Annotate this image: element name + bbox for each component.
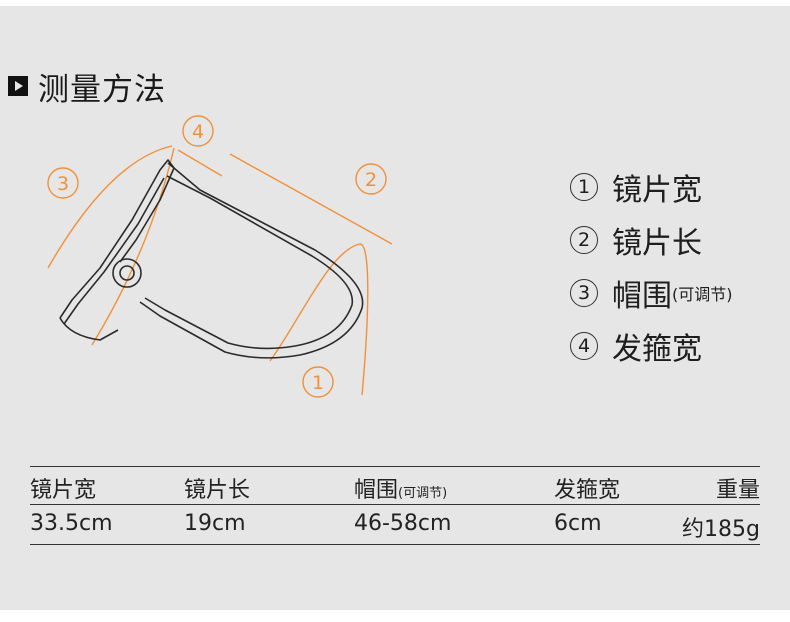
marker-1-label: 1 <box>312 372 324 394</box>
lens-width-guide <box>269 243 369 396</box>
header-hat-circumference: 帽围(可调节) <box>354 467 554 505</box>
value-weight: 约185g <box>682 517 760 542</box>
headband-edge <box>59 317 119 341</box>
section-title-text: 测量方法 <box>38 71 166 108</box>
visor-lens-inner <box>144 175 354 350</box>
spec-table: 镜片宽 镜片长 帽围(可调节) 发箍宽 重量 33.5cm 19cm 46-58… <box>30 466 760 545</box>
legend-label: 镜片长 <box>612 225 702 261</box>
header-headband-width: 发箍宽 <box>554 478 621 503</box>
content-panel <box>0 6 790 610</box>
headband-width-guide-top <box>177 149 223 177</box>
marker-1-ring <box>302 366 334 398</box>
header-hat-circumference-sub: (可调节) <box>398 486 448 501</box>
legend-item-lens-width: 1 镜片宽 <box>570 160 733 213</box>
legend-item-headband-width: 4 发箍宽 <box>570 319 733 372</box>
legend-label: 帽围 <box>612 278 672 314</box>
value-hat-circumference: 46-58cm <box>354 511 452 536</box>
lens-length-guide <box>229 153 393 245</box>
legend-item-hat-circumference: 3 帽围(可调节) <box>570 266 733 319</box>
headband-outline <box>59 159 175 319</box>
value-lens-width: 33.5cm <box>30 511 113 536</box>
header-hat-circumference-label: 帽围 <box>354 478 399 503</box>
marker-4-ring <box>182 115 214 147</box>
legend-number: 1 <box>570 172 598 201</box>
header-weight: 重量 <box>715 478 760 503</box>
header-lens-length: 镜片长 <box>184 478 251 503</box>
play-marker-icon <box>8 76 28 96</box>
value-headband-width: 6cm <box>554 511 602 536</box>
legend-label: 发箍宽 <box>612 331 702 367</box>
legend-label: 镜片宽 <box>612 172 702 208</box>
spec-header-row: 镜片宽 镜片长 帽围(可调节) 发箍宽 重量 <box>30 466 760 505</box>
spec-value-row: 33.5cm 19cm 46-58cm 6cm 约185g <box>30 505 760 545</box>
legend-sublabel: (可调节) <box>672 284 733 304</box>
headband-inner <box>63 177 165 325</box>
headband-width-guide <box>91 147 175 346</box>
value-lens-length: 19cm <box>184 511 246 536</box>
marker-3-label: 3 <box>57 173 69 195</box>
section-title: 测量方法 <box>8 66 166 108</box>
marker-4-label: 4 <box>192 121 204 143</box>
legend-item-lens-length: 2 镜片长 <box>570 213 733 266</box>
legend-number: 4 <box>570 331 598 360</box>
legend-number: 3 <box>570 278 598 307</box>
adjuster-knob-outer <box>112 258 142 288</box>
visor-lens-outline <box>139 162 364 359</box>
marker-2-label: 2 <box>365 169 377 191</box>
legend-number: 2 <box>570 225 598 254</box>
header-lens-width: 镜片宽 <box>30 478 97 503</box>
marker-2-ring <box>355 163 387 195</box>
hat-circumference-guide <box>47 145 173 269</box>
marker-3-ring <box>47 167 79 199</box>
measurement-legend: 1 镜片宽 2 镜片长 3 帽围(可调节) 4 发箍宽 <box>570 160 733 372</box>
adjuster-knob-inner <box>119 265 135 281</box>
